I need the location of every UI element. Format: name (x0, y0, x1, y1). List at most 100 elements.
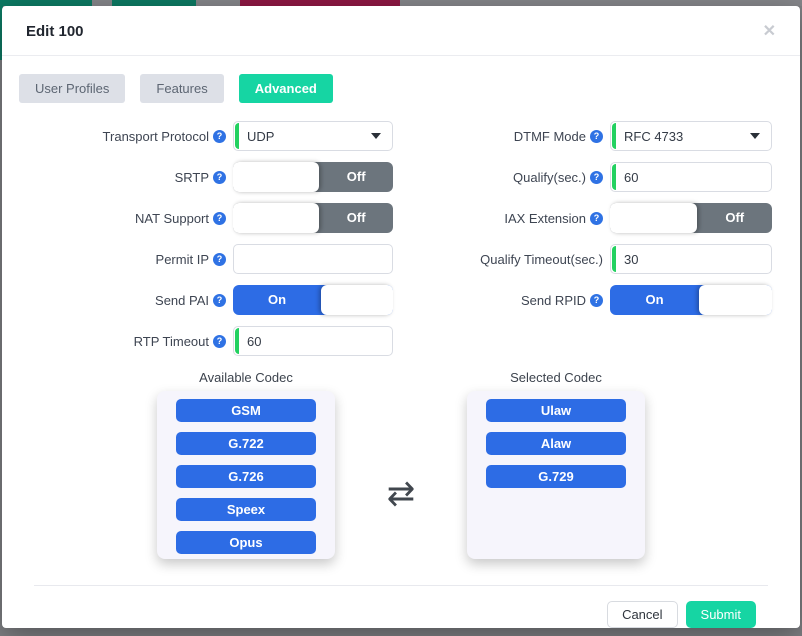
field-label: Permit IP? (18, 252, 226, 267)
send-pai-toggle[interactable]: On (233, 285, 393, 315)
form-row-qualify-timeout-sec: Qualify Timeout(sec.) (393, 244, 772, 274)
codec-chip-g-729[interactable]: G.729 (486, 465, 626, 488)
codec-chip-speex[interactable]: Speex (176, 498, 316, 521)
srtp-toggle[interactable]: Off (233, 162, 393, 192)
help-icon[interactable]: ? (213, 334, 226, 348)
help-icon[interactable]: ? (590, 293, 603, 307)
field-control: Off (610, 203, 772, 233)
select-value: RFC 4733 (624, 128, 684, 144)
help-icon[interactable]: ? (213, 170, 226, 184)
qualify-timeout-sec-input[interactable] (611, 245, 771, 273)
form-row-srtp: SRTP? Off (18, 162, 393, 192)
select-value: UDP (247, 128, 275, 144)
dtmf-mode-select[interactable]: RFC 4733 (610, 121, 772, 151)
qualify-sec-input[interactable] (611, 163, 771, 191)
toggle-handle (233, 203, 320, 233)
background-segment (400, 0, 802, 6)
form-row-nat-support: NAT Support? Off (18, 203, 393, 233)
valid-indicator (612, 123, 616, 149)
rtp-timeout-field-wrap (233, 326, 393, 356)
toggle-handle (699, 285, 772, 315)
form-row-rtp-timeout: RTP Timeout? (18, 326, 393, 356)
send-rpid-toggle[interactable]: On (610, 285, 772, 315)
form-row-qualify-sec: Qualify(sec.)? (393, 162, 772, 192)
codec-chip-alaw[interactable]: Alaw (486, 432, 626, 455)
iax-extension-toggle[interactable]: Off (610, 203, 772, 233)
valid-indicator (612, 246, 616, 272)
field-label: Qualify(sec.)? (393, 170, 603, 185)
transport-protocol-select[interactable]: UDP (233, 121, 393, 151)
tab-bar: User Profiles Features Advanced (19, 74, 784, 103)
modal-title: Edit 100 (26, 23, 84, 40)
field-label: Send RPID? (393, 293, 603, 308)
help-icon[interactable]: ? (213, 129, 226, 143)
help-icon[interactable]: ? (213, 252, 226, 266)
form-row-iax-extension: IAX Extension?Off (393, 203, 772, 233)
permit-ip-field-wrap (233, 244, 393, 274)
toggle-handle (233, 162, 320, 192)
field-label: Qualify Timeout(sec.) (480, 251, 603, 267)
background-segment (240, 0, 400, 6)
field-control: On (233, 285, 393, 315)
tab-advanced[interactable]: Advanced (238, 74, 333, 103)
field-control (610, 244, 772, 274)
toggle-state-label: On (645, 292, 664, 307)
selected-codec-title: Selected Codec (510, 370, 602, 385)
swap-codecs-icon[interactable]: ⇄ (386, 474, 416, 513)
submit-button[interactable]: Submit (685, 601, 756, 628)
field-label: Send PAI? (18, 293, 226, 308)
chevron-down-icon (371, 133, 381, 139)
tab-user-profiles[interactable]: User Profiles (19, 74, 126, 103)
form-row-dtmf-mode: DTMF Mode?RFC 4733 (393, 121, 772, 151)
form-row-permit-ip: Permit IP? (18, 244, 393, 274)
permit-ip-input[interactable] (234, 245, 392, 273)
field-control (610, 162, 772, 192)
field-label: SRTP? (18, 170, 226, 185)
toggle-state-label: On (267, 292, 287, 307)
qualify-timeout-sec-field-wrap (610, 244, 772, 274)
codec-chip-g-726[interactable]: G.726 (176, 465, 316, 488)
form-row-send-rpid: Send RPID? On (393, 285, 772, 315)
background-segment (112, 0, 196, 6)
field-label: Transport Protocol? (18, 129, 226, 144)
footer-divider (34, 585, 768, 586)
modal-header: Edit 100 ✕ (2, 6, 800, 56)
nat-support-toggle[interactable]: Off (233, 203, 393, 233)
background-segment (196, 0, 240, 6)
rtp-timeout-input[interactable] (234, 327, 392, 355)
toggle-state-label: Off (725, 210, 745, 225)
help-icon[interactable]: ? (590, 211, 603, 225)
cancel-button[interactable]: Cancel (607, 601, 678, 628)
help-icon[interactable]: ? (213, 211, 226, 225)
background-segment (0, 0, 92, 6)
help-icon[interactable]: ? (590, 129, 603, 143)
field-control: Off (233, 203, 393, 233)
valid-indicator (612, 164, 616, 190)
chevron-down-icon (750, 133, 760, 139)
codec-chip-gsm[interactable]: GSM (176, 399, 316, 422)
codec-chip-ulaw[interactable]: Ulaw (486, 399, 626, 422)
valid-indicator (235, 123, 239, 149)
codec-chip-g-722[interactable]: G.722 (176, 432, 316, 455)
help-icon[interactable]: ? (590, 170, 603, 184)
field-control: Off (233, 162, 393, 192)
valid-indicator (235, 328, 239, 354)
codec-chip-opus[interactable]: Opus (176, 531, 316, 554)
field-control: RFC 4733 (610, 121, 772, 151)
toggle-state-label: Off (346, 210, 366, 225)
help-icon[interactable]: ? (213, 293, 226, 307)
field-control: UDP (233, 121, 393, 151)
edit-extension-modal: Edit 100 ✕ User Profiles Features Advanced… (2, 6, 800, 628)
tab-features[interactable]: Features (140, 74, 224, 103)
close-icon[interactable]: ✕ (762, 22, 776, 40)
field-label: NAT Support? (18, 211, 226, 226)
available-codec-title: Available Codec (199, 370, 293, 385)
form-row-send-pai: Send PAI? On (18, 285, 393, 315)
field-control (233, 326, 393, 356)
modal-footer: Cancel Submit (18, 586, 784, 628)
form-row-transport-protocol: Transport Protocol? UDP (18, 121, 393, 151)
